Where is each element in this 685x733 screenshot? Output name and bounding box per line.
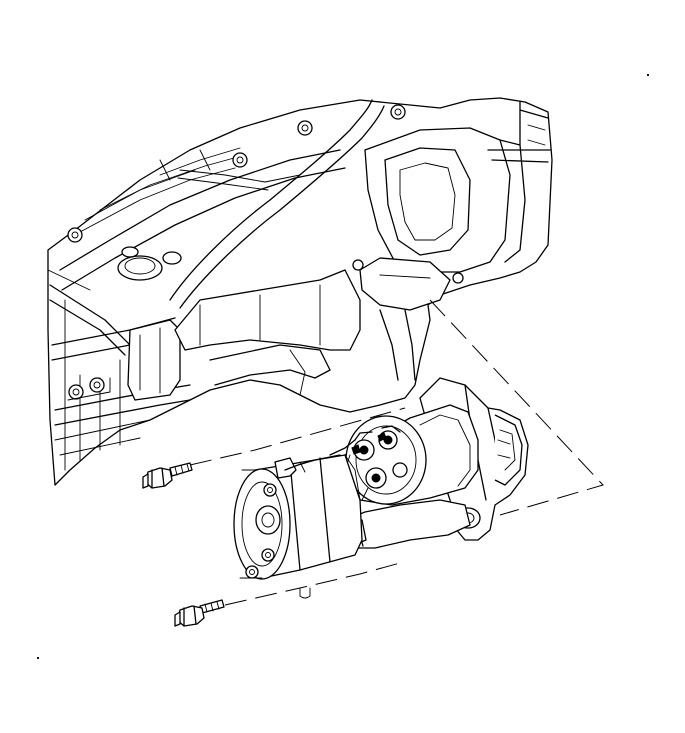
upper-mounting-bolt <box>142 462 193 489</box>
lower-mounting-bolt <box>174 599 225 627</box>
starter-motor <box>233 377 529 580</box>
alignment-lines <box>189 299 604 606</box>
engine-block <box>47 97 553 486</box>
small-fastener <box>299 587 311 599</box>
